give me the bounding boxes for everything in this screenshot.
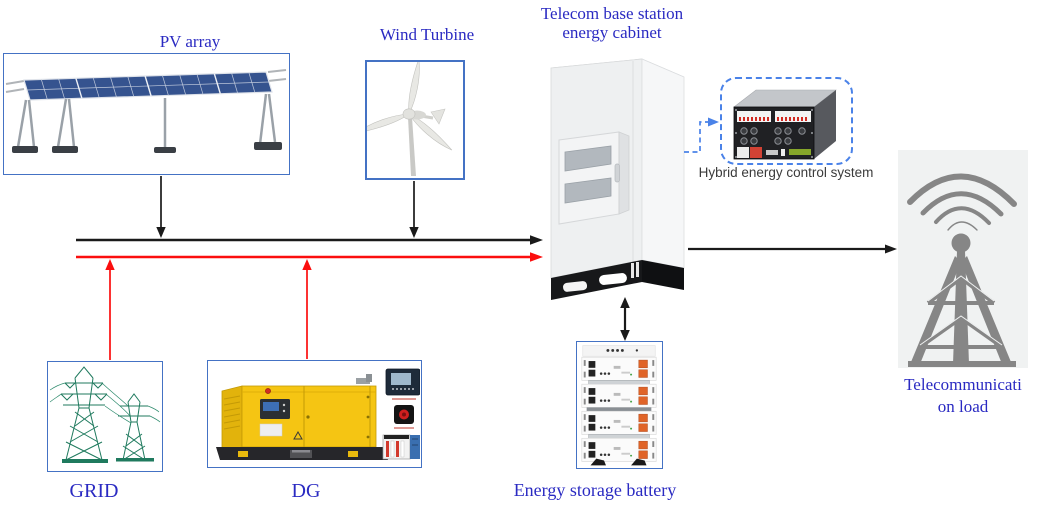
hybrid-control-dashed-box bbox=[720, 77, 853, 165]
wind-turbine-image bbox=[367, 62, 453, 176]
telecom-load-label-line1: Telecommunicati bbox=[904, 375, 1022, 394]
dg-to-bus-arrow bbox=[302, 259, 312, 359]
hybrid-control-label: Hybrid energy control system bbox=[698, 165, 874, 180]
battery-box bbox=[576, 341, 663, 469]
telecom-tower-icon bbox=[907, 173, 1017, 367]
energy-cabinet-image bbox=[550, 58, 685, 300]
cabinet-vent bbox=[558, 131, 630, 225]
wind-turbine-box bbox=[365, 60, 465, 180]
ac-bus-line bbox=[76, 252, 543, 262]
grid-towers-image bbox=[49, 366, 161, 463]
battery-label: Energy storage battery bbox=[513, 480, 677, 500]
cabinet-door-handle bbox=[614, 163, 620, 183]
dg-box bbox=[207, 360, 422, 468]
energy-cabinet-label: Telecom base station energy cabinet bbox=[522, 4, 702, 42]
power-lines bbox=[49, 382, 161, 424]
grid-box bbox=[47, 361, 163, 472]
pv-array-image bbox=[5, 69, 287, 153]
telecom-tower-image bbox=[898, 150, 1028, 368]
dg-label: DG bbox=[291, 480, 321, 502]
cabinet-to-load-arrow bbox=[688, 244, 897, 254]
diesel-generator-image bbox=[216, 368, 420, 460]
pv-support-legs bbox=[12, 93, 282, 153]
pv-array-label: PV array bbox=[159, 32, 221, 51]
pv-to-bus-arrow bbox=[156, 176, 166, 238]
grid-to-bus-arrow bbox=[105, 259, 115, 360]
battery-modules bbox=[581, 356, 657, 462]
generator-start-button bbox=[394, 405, 414, 429]
turbine-blades bbox=[367, 62, 453, 151]
energy-cabinet-label-line1: Telecom base station bbox=[540, 4, 684, 23]
generator-ats-switch bbox=[382, 434, 420, 460]
battery-stack-image bbox=[581, 345, 657, 466]
cabinet-base bbox=[551, 260, 684, 300]
generator-controller bbox=[385, 368, 420, 400]
cabinet-to-control-dashed-arrow bbox=[684, 117, 719, 153]
grid-label: GRID bbox=[69, 480, 119, 502]
generator-base bbox=[216, 447, 388, 460]
wind-to-bus-arrow bbox=[409, 181, 419, 238]
connector-knobs bbox=[740, 127, 806, 145]
hybrid-control-image bbox=[733, 89, 837, 160]
wind-turbine-label: Wind Turbine bbox=[379, 25, 475, 44]
telecom-load-label: Telecommunicati on load bbox=[880, 374, 1043, 418]
telecom-load-label-line2: on load bbox=[937, 397, 989, 416]
generator-canopy bbox=[221, 374, 377, 452]
dc-bus-line bbox=[76, 235, 543, 245]
energy-cabinet-label-line2: energy cabinet bbox=[562, 23, 662, 42]
signal-waves-icon bbox=[907, 173, 1017, 231]
cabinet-battery-bidirectional-arrow bbox=[620, 297, 630, 341]
pv-array-box bbox=[3, 53, 290, 175]
breaker-strips bbox=[737, 111, 811, 122]
